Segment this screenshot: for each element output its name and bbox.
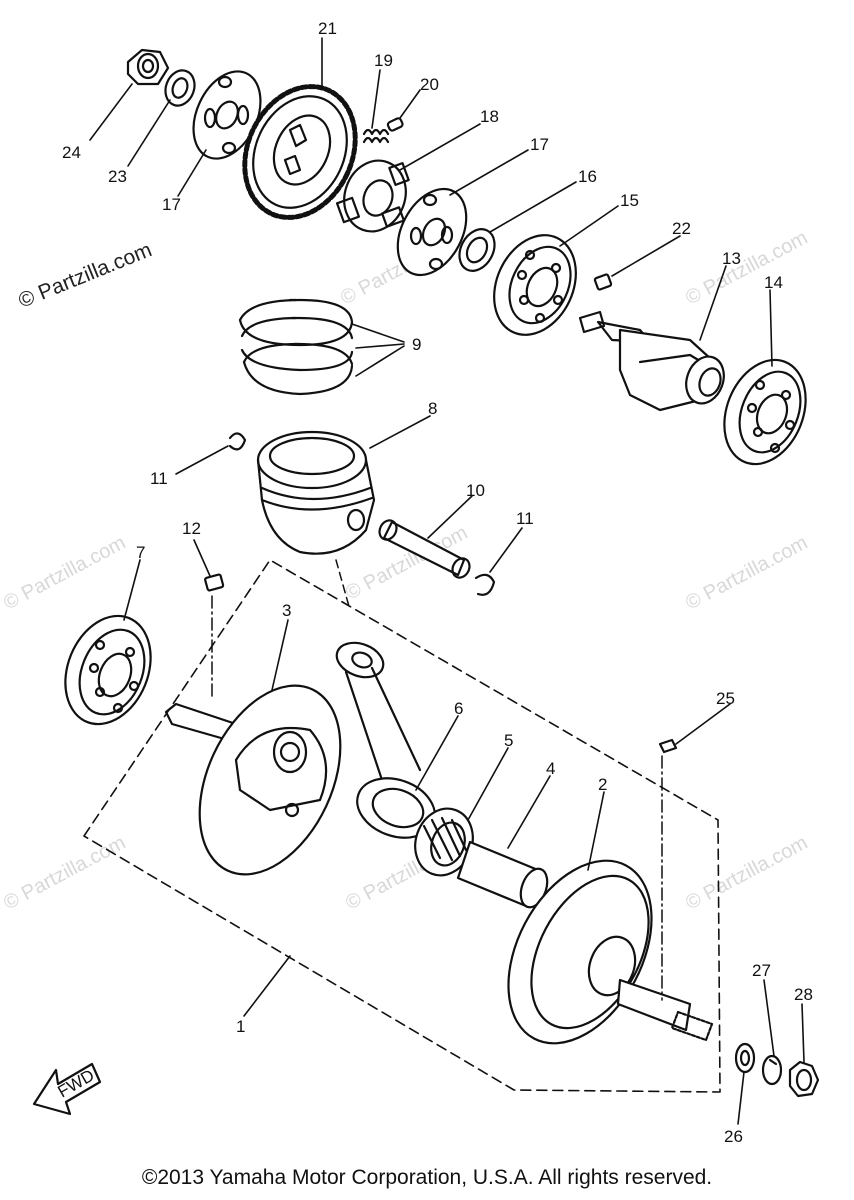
callout: 4 [546, 759, 555, 778]
crank-web-3 [164, 684, 342, 876]
alignment-line [335, 559, 351, 611]
bearing-7 [64, 614, 152, 726]
assembly-outline-1 [83, 559, 721, 1093]
key-22 [593, 273, 613, 291]
balancer-shaft-13 [578, 310, 725, 412]
callout: 8 [428, 399, 437, 418]
watermark: © Partzilla.com [682, 227, 811, 310]
bearing-15 [493, 234, 577, 336]
callout: 19 [374, 51, 393, 70]
callout: 11 [150, 469, 168, 488]
copyright-notice: ©2013 Yamaha Motor Corporation, U.S.A. A… [141, 1166, 713, 1189]
bearing-14 [723, 358, 807, 466]
callout: 13 [722, 249, 741, 268]
callout: 17 [530, 135, 549, 154]
plate-17-top [192, 70, 262, 160]
spring-19 [362, 128, 390, 144]
piston-8 [256, 430, 376, 555]
callout: 6 [454, 699, 463, 718]
callout: 23 [108, 167, 127, 186]
washer-26 [734, 1042, 756, 1074]
callout: 24 [62, 143, 81, 162]
watermark: © Partzilla.com [0, 832, 129, 915]
pin-20 [386, 117, 404, 132]
callout: 16 [578, 167, 597, 186]
circlip-11-top [228, 432, 247, 451]
lockwasher-27 [761, 1054, 783, 1086]
callout: 27 [752, 961, 771, 980]
plate-17-mid [396, 187, 468, 277]
callout: 14 [764, 273, 783, 292]
clutch-hub-18 [335, 159, 410, 233]
callout: 20 [420, 75, 439, 94]
fwd-arrow [32, 1062, 102, 1116]
callout: 22 [672, 219, 691, 238]
crank-pin-4 [456, 840, 549, 909]
callout: 1 [236, 1017, 245, 1036]
nut-24 [126, 48, 170, 86]
watermark: © Partzilla.com [682, 832, 811, 915]
callout: 9 [412, 335, 421, 354]
crank-web-2 [507, 859, 714, 1045]
key-25 [658, 738, 678, 754]
callout: 5 [504, 731, 513, 750]
watermark-side: © Partzilla.com [15, 238, 155, 312]
connecting-rod-6 [335, 641, 436, 839]
nut-28 [788, 1060, 820, 1098]
piston-rings-9 [238, 298, 354, 396]
callout: 3 [282, 601, 291, 620]
callout: 21 [318, 19, 337, 38]
piston-pin-10 [378, 519, 471, 579]
callout: 7 [136, 543, 145, 562]
callout: 17 [162, 195, 181, 214]
leader-lines [89, 37, 805, 1125]
key-12 [204, 573, 225, 592]
washer-23 [164, 69, 196, 107]
callout: 2 [598, 775, 607, 794]
callout-labels: 21 19 20 18 17 16 15 22 13 14 24 23 17 9… [62, 19, 813, 1146]
callout: 15 [620, 191, 639, 210]
callout: 28 [794, 985, 813, 1004]
needle-bearing-5 [414, 807, 474, 877]
watermark: © Partzilla.com [682, 532, 811, 615]
watermark: © Partzilla.com [0, 532, 129, 615]
callout: 12 [182, 519, 201, 538]
callout: 10 [466, 481, 485, 500]
callout: 25 [716, 689, 735, 708]
circlip-11-bottom [474, 573, 496, 596]
callout: 11 [516, 509, 534, 528]
callout: 26 [724, 1127, 743, 1146]
sprocket-21 [242, 84, 358, 220]
washer-16 [458, 228, 496, 272]
callout: 18 [480, 107, 499, 126]
